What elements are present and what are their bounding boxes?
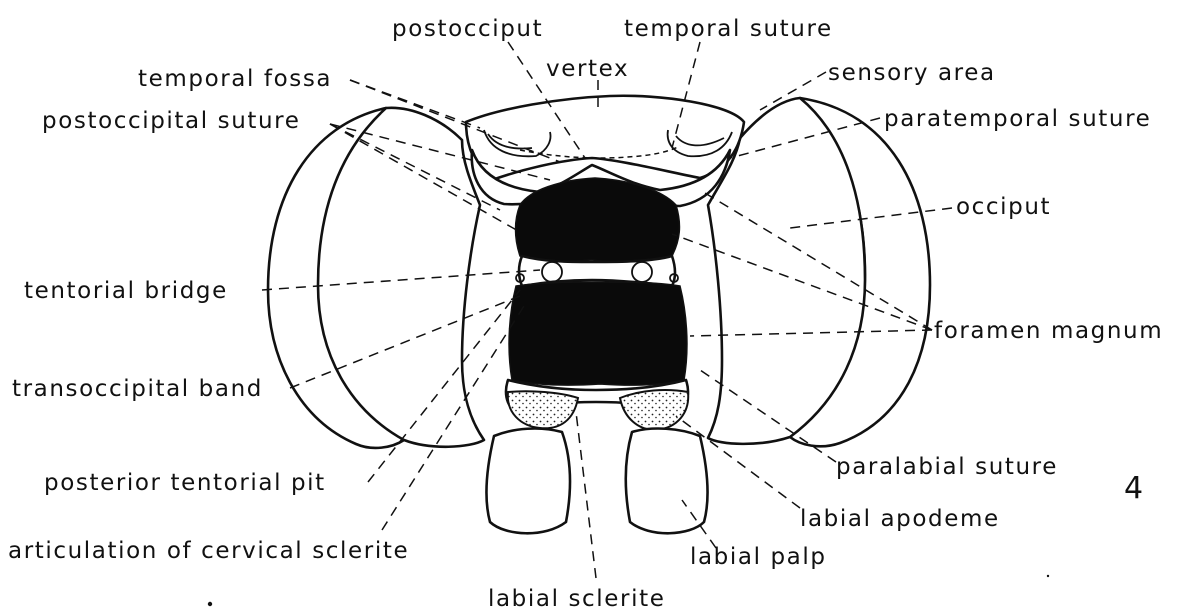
labial-sclerite-region (506, 380, 688, 430)
label-occiput: occiput (956, 194, 1051, 220)
label-paratemporal-suture: paratemporal suture (884, 106, 1151, 132)
speck-dot (1047, 575, 1049, 577)
label-foramen-magnum: foramen magnum (934, 318, 1163, 344)
figure-number: 4 (1124, 471, 1143, 506)
label-tentorial-bridge: tentorial bridge (24, 278, 228, 304)
vertex-plate (466, 96, 744, 180)
foramen-magnum-lower (509, 282, 687, 385)
label-vertex: vertex (546, 56, 629, 82)
label-postocciput: postocciput (392, 16, 543, 42)
label-labial-apodeme: labial apodeme (800, 506, 1000, 532)
foramen-magnum-upper (516, 178, 680, 261)
label-posterior-tentorial-pit: posterior tentorial pit (44, 470, 326, 496)
label-temporal-suture: temporal suture (624, 16, 833, 42)
labial-palps (487, 429, 708, 534)
speck-dot (208, 602, 212, 606)
label-labial-palp: labial palp (690, 544, 827, 570)
label-articulation-of-cervical-sclerite: articulation of cervical sclerite (8, 538, 409, 564)
label-paralabial-suture: paralabial suture (836, 454, 1058, 480)
label-labial-sclerite: labial sclerite (488, 586, 665, 612)
label-sensory-area: sensory area (828, 60, 996, 86)
label-temporal-fossa: temporal fossa (138, 66, 332, 92)
label-postoccipital-suture: postoccipital suture (42, 108, 301, 134)
label-transoccipital-band: transoccipital band (12, 376, 263, 402)
